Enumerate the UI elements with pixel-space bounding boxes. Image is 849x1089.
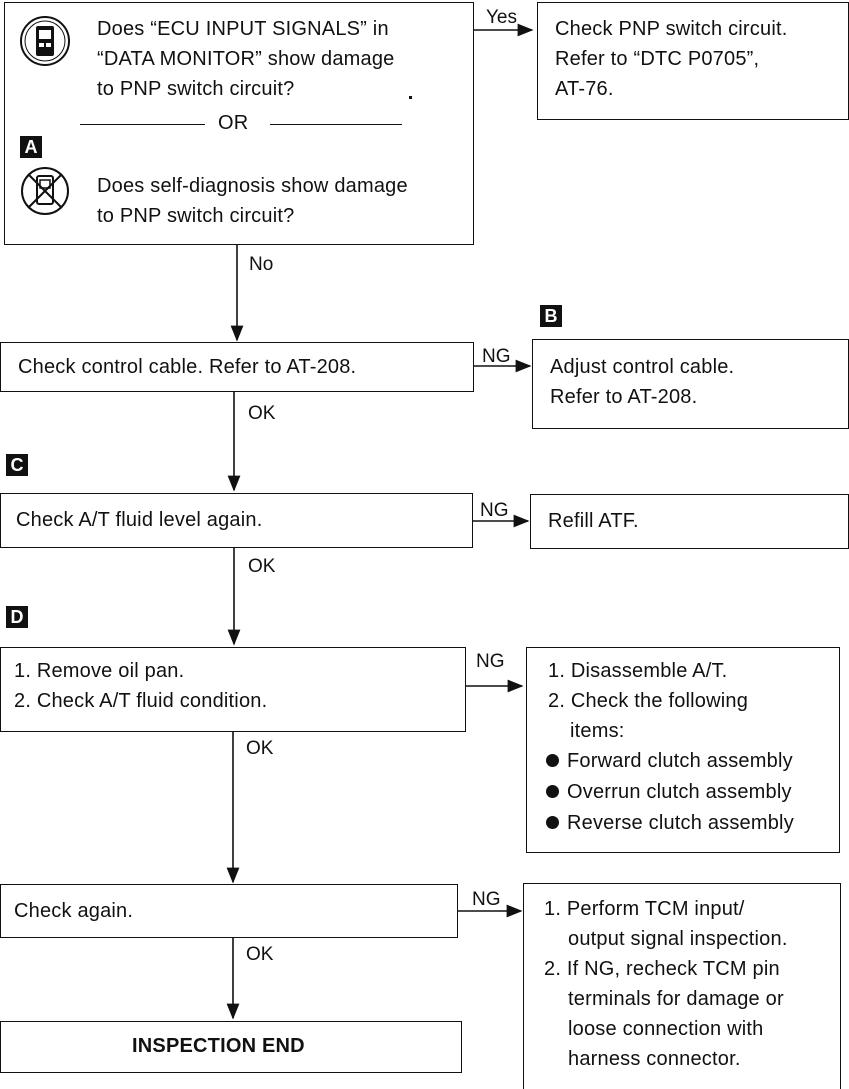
or-divider-left: [80, 124, 205, 126]
consult-tool-icon: [20, 16, 70, 66]
r2-line-1: Adjust control cable.: [550, 356, 735, 378]
ok-label-3: OK: [248, 556, 276, 577]
ng-label-3: NG: [480, 500, 509, 521]
s4-line-1: 1. Remove oil pan.: [14, 660, 185, 682]
result-box-disassemble: [526, 647, 840, 853]
ok-label-4: OK: [246, 738, 274, 759]
r5-line-6: harness connector.: [568, 1048, 741, 1070]
s4-line-2: 2. Check A/T fluid condition.: [14, 690, 268, 712]
ng-label-4: NG: [476, 651, 505, 672]
ng-label-2: NG: [482, 346, 511, 367]
s3-text: Check A/T fluid level again.: [16, 509, 263, 531]
bullet-icon: [546, 785, 559, 798]
r5-line-2: output signal inspection.: [568, 928, 788, 950]
r1-line-2: Refer to “DTC P0705”,: [555, 48, 760, 70]
end-text: INSPECTION END: [132, 1035, 305, 1057]
q1-line-1: Does “ECU INPUT SIGNALS” in: [97, 18, 389, 40]
step-box-control-cable: [0, 342, 474, 392]
q1-line-3: to PNP switch circuit?: [97, 78, 295, 100]
tag-c: C: [6, 454, 28, 476]
r2-line-2: Refer to AT-208.: [550, 386, 698, 408]
s2-text: Check control cable. Refer to AT-208.: [18, 356, 357, 378]
r4-line-3: items:: [570, 720, 625, 742]
tag-b: B: [540, 305, 562, 327]
result-box-adjust-cable: [532, 339, 849, 429]
ok-label-5: OK: [246, 944, 274, 965]
r4-bullet-2: Overrun clutch assembly: [546, 777, 792, 807]
q1b-line-1: Does self-diagnosis show damage: [97, 175, 408, 197]
yes-label: Yes: [486, 7, 517, 28]
r3-text: Refill ATF.: [548, 510, 639, 532]
r5-line-3: 2. If NG, recheck TCM pin: [544, 958, 780, 980]
tag-a: A: [20, 136, 42, 158]
s5-text: Check again.: [14, 900, 134, 922]
bullet-icon: [546, 816, 559, 829]
end-box: [0, 1021, 462, 1073]
question-box-pnp: [4, 2, 474, 245]
result-box-pnp: [537, 2, 849, 120]
no-label: No: [249, 254, 274, 275]
result-box-refill: [530, 494, 849, 549]
ok-label-2: OK: [248, 403, 276, 424]
bullet-icon: [546, 754, 559, 767]
result-box-tcm: [523, 883, 841, 1089]
step-box-check-again: [0, 884, 458, 938]
or-divider-right: [270, 124, 402, 126]
r5-line-1: 1. Perform TCM input/: [544, 898, 745, 920]
r4-bullet-1: Forward clutch assembly: [546, 746, 793, 776]
r5-line-4: terminals for damage or: [568, 988, 784, 1010]
q1-dot: [409, 96, 412, 99]
r1-line-3: AT-76.: [555, 78, 614, 100]
r4-line-2: 2. Check the following: [548, 690, 749, 712]
r5-line-5: loose connection with: [568, 1018, 764, 1040]
ng-label-5: NG: [472, 889, 501, 910]
step-box-oil-pan: [0, 647, 466, 732]
r4-line-1: 1. Disassemble A/T.: [548, 660, 728, 682]
q1-line-2: “DATA MONITOR” show damage: [97, 48, 395, 70]
r4-bullet-3: Reverse clutch assembly: [546, 808, 794, 838]
r1-line-1: Check PNP switch circuit.: [555, 18, 788, 40]
q1b-line-2: to PNP switch circuit?: [97, 205, 295, 227]
no-self-diagnosis-icon: [21, 167, 69, 215]
step-box-fluid-level: [0, 493, 473, 548]
tag-d: D: [6, 606, 28, 628]
or-label: OR: [218, 112, 249, 134]
